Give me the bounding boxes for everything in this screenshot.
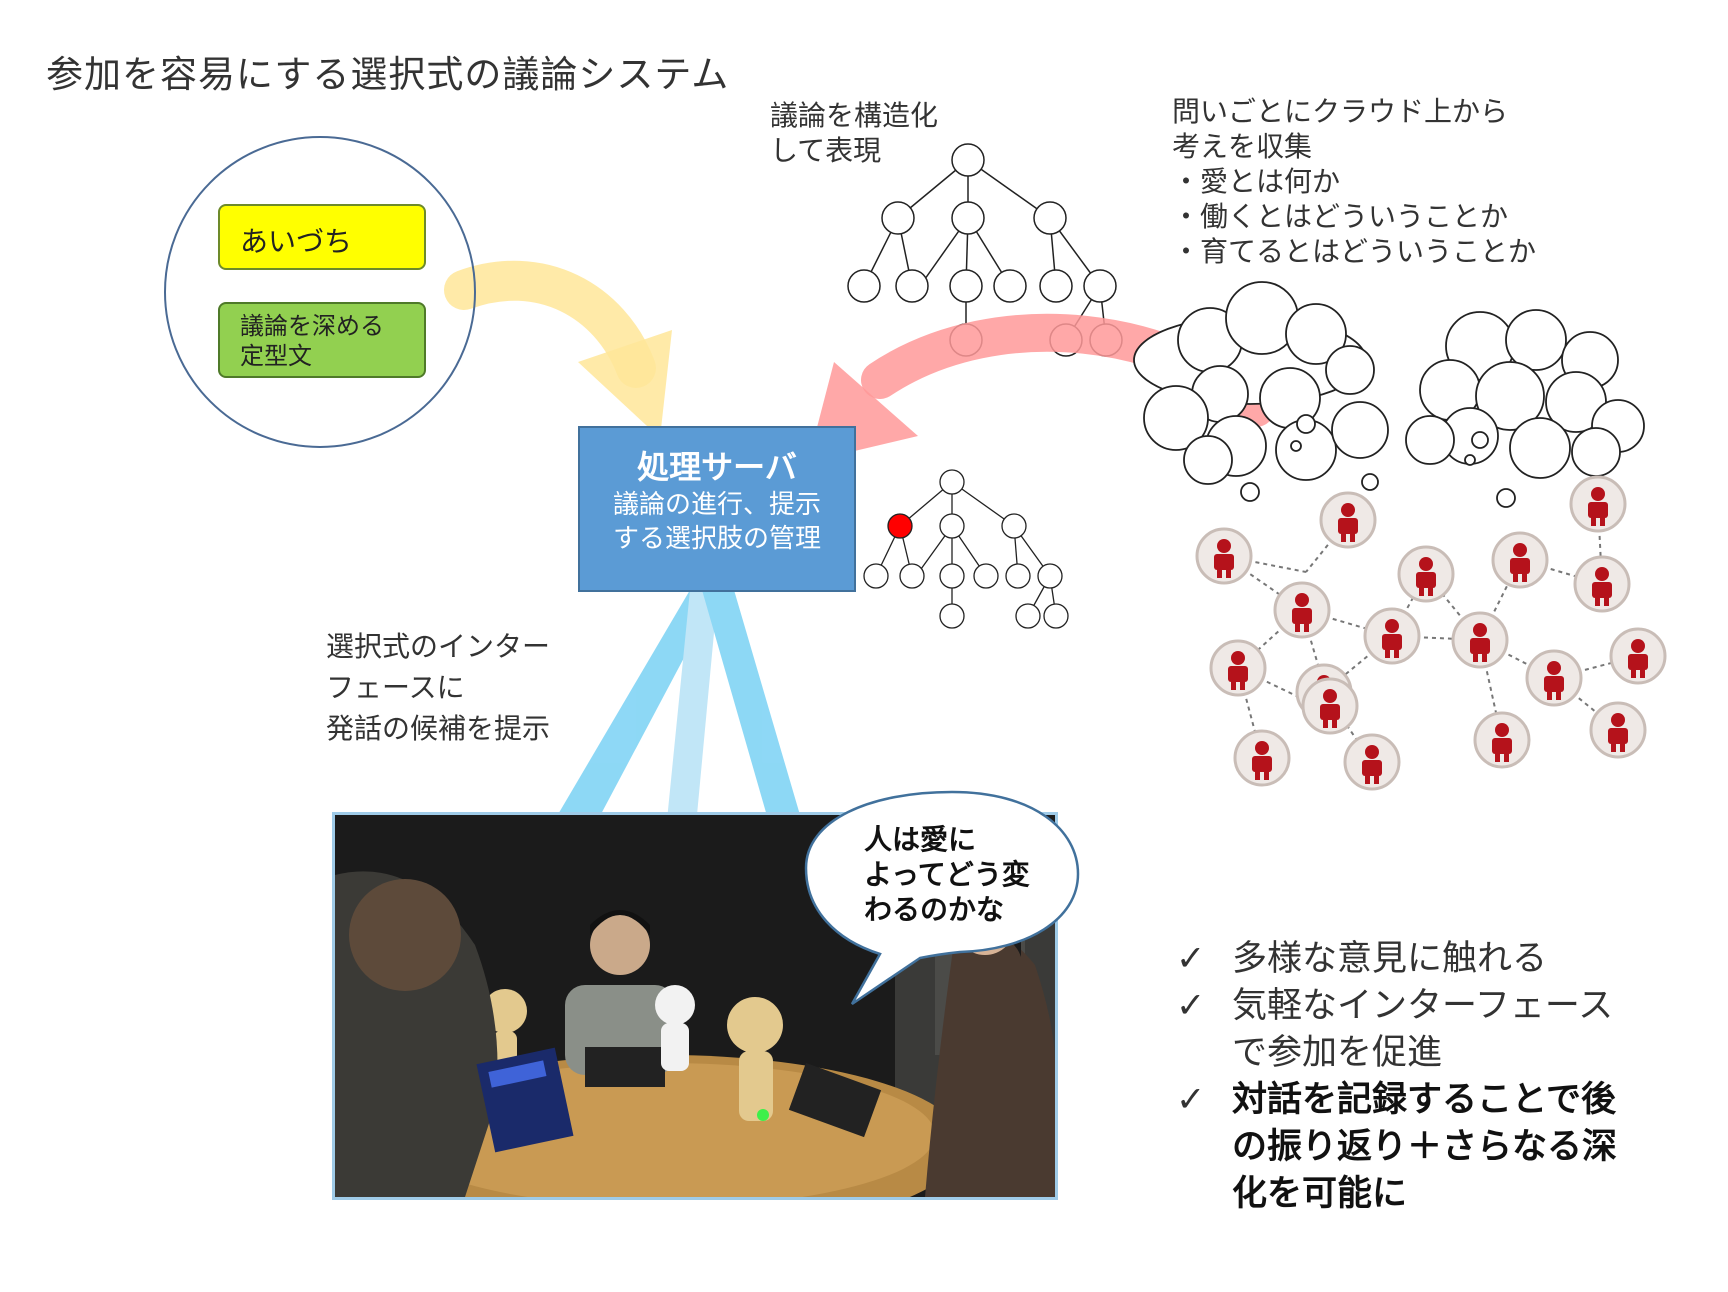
- question-love: ・愛とは何か: [1172, 165, 1341, 198]
- person-icon: [1573, 555, 1631, 613]
- person-icon: [1233, 729, 1291, 787]
- server-desc-line1: 議論の進行、提示: [612, 490, 821, 520]
- interface-label: 選択式のインター フェースに 発話の候補を提示: [326, 626, 550, 749]
- highlight-node: [887, 513, 913, 539]
- cloud-label: 問いごとにクラウド上から 考えを収集 ・愛とは何か ・働くとはどういうことか ・…: [1172, 94, 1536, 269]
- cloud-label-line1: 問いごとにクラウド上から: [1172, 95, 1509, 128]
- thought-clouds: [1133, 281, 1645, 508]
- person-icon: [1525, 649, 1583, 707]
- interface-label-line2: フェースに: [326, 671, 465, 704]
- structure-label: 議論を構造化 して表現: [770, 98, 938, 168]
- check-icon: ✓: [1176, 939, 1206, 979]
- server-title: 処理サーバ: [637, 448, 797, 486]
- bubble-line1: 人は愛に: [864, 823, 977, 856]
- check-item-2: ✓気軽なインターフェース: [1176, 983, 1617, 1030]
- deepen-label-line1: 議論を深める: [240, 312, 384, 340]
- person-icon: [1319, 491, 1377, 549]
- deepen-label-line2: 定型文: [240, 342, 312, 370]
- person-icon: [1609, 627, 1667, 685]
- page-title: 参加を容易にする選択式の議論システム: [46, 53, 730, 96]
- structure-label-line2: して表現: [770, 134, 882, 167]
- deepen-discussion-button[interactable]: 議論を深める 定型文: [218, 302, 426, 378]
- options-circle: [164, 136, 476, 448]
- check-icon: ✓: [1176, 1080, 1206, 1120]
- person-icon: [1195, 527, 1253, 585]
- interface-label-line1: 選択式のインター: [326, 630, 551, 663]
- person-icon: [1569, 475, 1627, 533]
- person-icon: [1473, 711, 1531, 769]
- processing-server-box: 処理サーバ 議論の進行、提示 する選択肢の管理: [578, 426, 856, 592]
- speech-bubble-text: 人は愛に よってどう変 わるのかな: [864, 822, 1030, 927]
- question-work: ・働くとはどういうことか: [1172, 200, 1509, 233]
- cloud-left: [1133, 281, 1389, 485]
- check-item-1: ✓多様な意見に触れる: [1176, 936, 1617, 983]
- yellow-arrow: [444, 260, 672, 438]
- bubble-line3: わるのかな: [864, 893, 1005, 926]
- person-icon: [1301, 677, 1359, 735]
- check-item-2-cont: で参加を促進: [1232, 1033, 1443, 1073]
- person-icon: [1273, 581, 1331, 639]
- check-item-3-cont1: の振り返り＋さらなる深: [1232, 1127, 1618, 1167]
- discussion-tree-small: [863, 469, 1069, 629]
- check-item-3: ✓対話を記録することで後: [1176, 1077, 1617, 1124]
- check-icon: ✓: [1176, 986, 1206, 1026]
- structure-label-line1: 議論を構造化: [770, 99, 939, 132]
- checklist: ✓多様な意見に触れる ✓気軽なインターフェース で参加を促進 ✓対話を記録するこ…: [1176, 936, 1617, 1218]
- person-icon: [1343, 733, 1401, 791]
- person-icon: [1363, 607, 1421, 665]
- person-network: [1195, 475, 1667, 791]
- check-item-3-cont2: 化を可能に: [1232, 1174, 1408, 1214]
- cloud-right: [1405, 309, 1645, 479]
- person-icon: [1589, 701, 1647, 759]
- person-icon: [1491, 531, 1549, 589]
- question-raise: ・育てるとはどういうことか: [1172, 235, 1537, 268]
- person-icon: [1451, 611, 1509, 669]
- server-desc-line2: する選択肢の管理: [612, 524, 821, 554]
- person-icon: [1209, 639, 1267, 697]
- person-icon: [1397, 545, 1455, 603]
- interface-label-line3: 発話の候補を提示: [326, 712, 551, 745]
- bubble-line2: よってどう変: [864, 858, 1030, 891]
- cloud-label-line2: 考えを収集: [1172, 130, 1313, 163]
- aizuchi-button[interactable]: あいづち: [218, 204, 426, 270]
